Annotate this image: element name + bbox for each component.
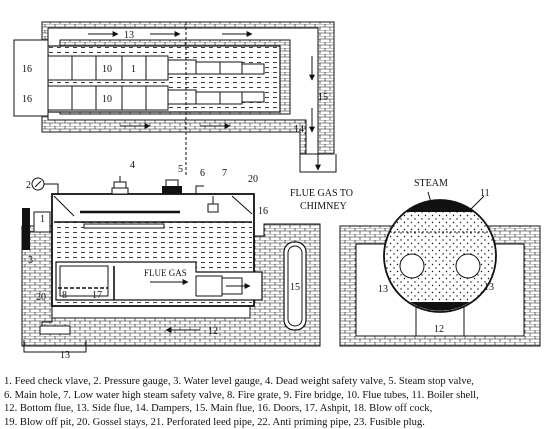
section-label-ashpit-l: 8 — [62, 290, 67, 301]
section-label-main-flue: 15 — [290, 282, 300, 293]
plan-label-side-flue: 13 — [124, 30, 134, 41]
legend-line: 6. Main hole, 7. Low water high steam sa… — [4, 389, 479, 401]
section-label-water-level: 3 — [28, 255, 33, 266]
legend: 1. Feed check vlave, 2. Pressure gauge, … — [4, 375, 542, 429]
section-label-boiler-top: 20 — [248, 174, 258, 185]
plan-upper-tubes — [47, 55, 265, 81]
plan-label-feed-upper: 1 — [131, 64, 136, 75]
end-shell — [383, 199, 497, 313]
flue-gas-exit-label: FLUE GAS TO CHIMNEY — [290, 188, 355, 212]
section-label-blow-off: 13 — [60, 350, 70, 361]
flue-gas-exit-line1: FLUE GAS TO — [290, 188, 353, 199]
section-fittings — [22, 176, 219, 353]
section-label-gauge: 2 — [26, 180, 31, 191]
plan-label-main-flue: 15 — [318, 92, 328, 103]
legend-line: 1. Feed check vlave, 2. Pressure gauge, … — [4, 376, 474, 387]
plan-label-door-lower: 16 — [22, 94, 32, 105]
section-label-bottom-flue: 12 — [208, 326, 218, 337]
section-label-low-water: 7 — [222, 168, 227, 179]
section-label-feed: 1 — [40, 214, 45, 225]
section-label-stop-valve: 5 — [178, 164, 183, 175]
end-label-side-left: 13 — [378, 284, 388, 295]
plan-view: 13 16 16 10 1 10 15 14 — [13, 21, 337, 176]
section-label-ashpit-r: 17 — [92, 290, 102, 301]
section-label-flue-gas: FLUE GAS — [144, 268, 187, 278]
end-section: STEAM 11 13 13 12 — [339, 178, 541, 347]
plan-label-tubes-lower: 10 — [102, 94, 112, 105]
section-label-hole: 6 — [200, 168, 205, 179]
flue-gas-exit-line2: CHIMNEY — [300, 201, 347, 212]
plan-label-tubes-upper: 10 — [102, 64, 112, 75]
end-label-side-right: 13 — [484, 282, 494, 293]
legend-line: 19. Blow off pit, 20. Gossel stays, 21. … — [4, 416, 425, 428]
plan-label-door-upper: 16 — [22, 64, 32, 75]
legend-line: 12. Bottom flue, 13. Side flue, 14. Damp… — [4, 403, 433, 415]
longitudinal-section: 1 2 3 4 5 6 7 20 16 FLUE GAS 8 17 20 15 … — [21, 160, 321, 361]
end-label-steam: STEAM — [414, 178, 448, 189]
section-label-gossel: 20 — [36, 292, 46, 303]
end-label-bottom: 12 — [434, 324, 444, 335]
plan-lower-tubes — [47, 85, 265, 111]
plan-label-damper: 14 — [294, 124, 304, 135]
end-label-shell: 11 — [480, 188, 490, 199]
section-label-dead-weight: 4 — [130, 160, 135, 171]
plan-front-block — [13, 39, 49, 117]
section-label-door: 16 — [258, 206, 268, 217]
boiler-diagram: 13 16 16 10 1 10 15 14 FLUE GAS TO CHIMN… — [13, 21, 541, 361]
